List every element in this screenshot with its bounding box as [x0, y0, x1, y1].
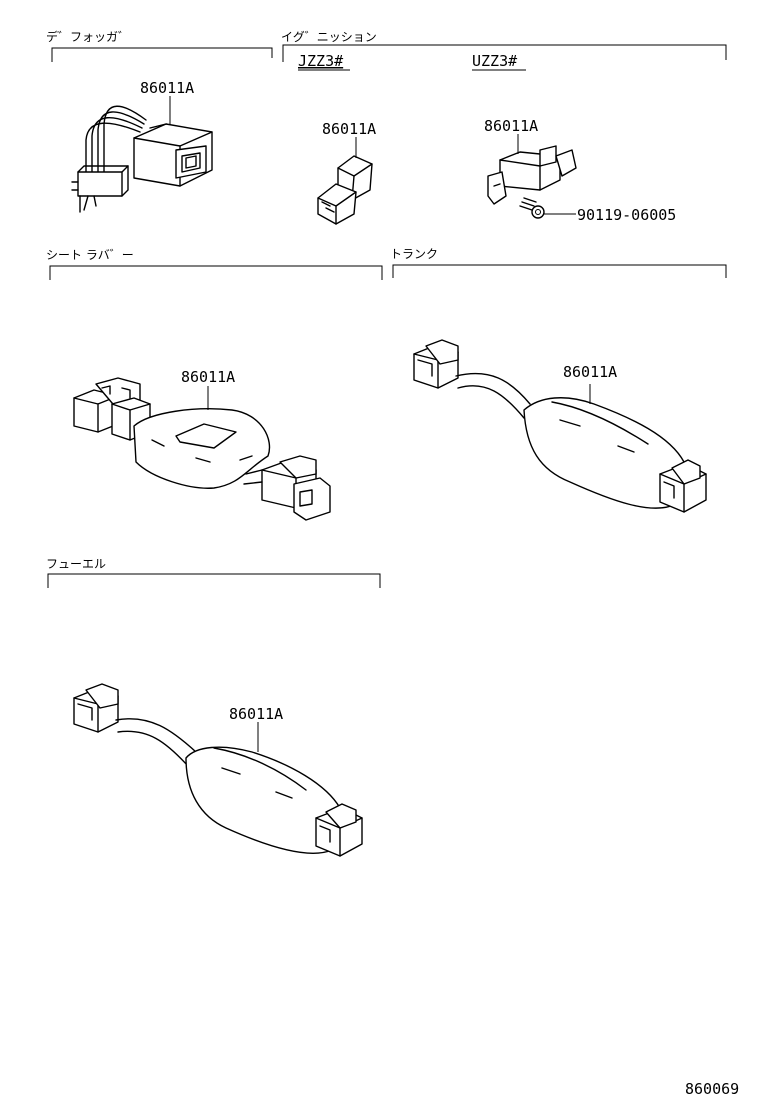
variant-label-uzz: UZZ3# — [472, 52, 517, 70]
section-title-defogger: デ゛フォッガ゛ — [46, 29, 130, 44]
section-fuel: フューエル — [46, 557, 381, 588]
ignition-jzz-connector-illustration — [317, 155, 373, 225]
section-ignition: イグ゛ニッション — [281, 30, 727, 62]
section-bracket-ignition — [282, 44, 727, 62]
variant-label-jzz: JZZ3# — [298, 52, 343, 70]
section-title-ignition: イグ゛ニッション — [281, 30, 377, 44]
section-bracket-defogger — [51, 47, 273, 62]
trunk-harness-illustration — [413, 339, 707, 513]
part-number-seat-rubber: 86011A — [181, 368, 235, 386]
ignition-uzz-connector-illustration — [487, 145, 577, 219]
section-seat-rubber: シート ラバ゛ー — [46, 248, 383, 280]
section-bracket-seat-rubber — [49, 265, 383, 280]
section-defogger: デ゛フォッガ゛ — [46, 29, 273, 62]
section-bracket-fuel — [47, 573, 381, 588]
diagram-id: 860069 — [685, 1080, 739, 1098]
section-bracket-trunk — [392, 264, 727, 278]
part-number-defogger: 86011A — [140, 79, 194, 97]
section-title-trunk: トランク — [390, 247, 438, 261]
part-number-ignition-jzz: 86011A — [322, 120, 376, 138]
part-number-ignition-screw: 90119-06005 — [577, 206, 676, 224]
section-title-fuel: フューエル — [46, 557, 106, 571]
defogger-connector-illustration — [71, 105, 213, 213]
fuel-harness-illustration — [73, 683, 363, 857]
section-title-seat-rubber: シート ラバ゛ー — [46, 248, 134, 262]
part-number-trunk: 86011A — [563, 363, 617, 381]
section-trunk: トランク — [390, 247, 727, 278]
part-number-fuel: 86011A — [229, 705, 283, 723]
part-number-ignition-uzz: 86011A — [484, 117, 538, 135]
seat-rubber-harness-illustration — [73, 377, 331, 521]
